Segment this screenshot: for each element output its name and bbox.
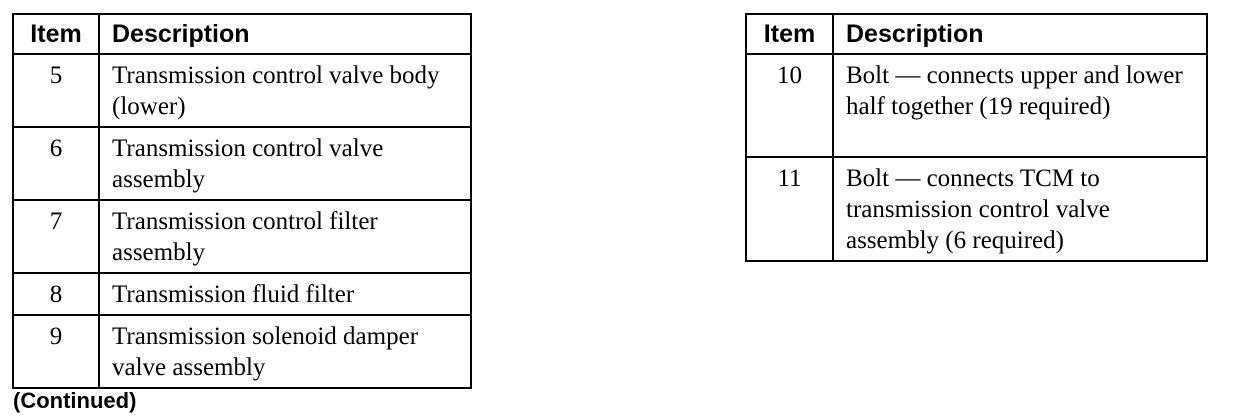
description-column-header: Description bbox=[832, 13, 1208, 55]
item-description: Transmission control filter assembly bbox=[98, 199, 472, 274]
item-number: 8 bbox=[12, 272, 100, 316]
item-number: 7 bbox=[12, 199, 100, 274]
item-column-header: Item bbox=[12, 13, 100, 55]
description-column-header: Description bbox=[98, 13, 472, 55]
item-number: 10 bbox=[745, 53, 834, 158]
table-row: 10 Bolt — connects upper and lower half … bbox=[745, 53, 1208, 158]
table-row: 5 Transmission control valve body (lower… bbox=[12, 53, 472, 128]
parts-table-left: Item Description 5 Transmission control … bbox=[12, 13, 472, 389]
parts-table-right: Item Description 10 Bolt — connects uppe… bbox=[745, 13, 1208, 262]
item-column-header: Item bbox=[745, 13, 834, 55]
item-number: 11 bbox=[745, 156, 834, 262]
item-description: Transmission fluid filter bbox=[98, 272, 472, 316]
table-row: 11 Bolt — connects TCM to transmission c… bbox=[745, 156, 1208, 262]
table-header-row: Item Description bbox=[745, 13, 1208, 55]
item-description: Transmission solenoid damper valve assem… bbox=[98, 314, 472, 389]
item-number: 6 bbox=[12, 126, 100, 201]
item-description: Bolt — connects upper and lower half tog… bbox=[832, 53, 1208, 158]
item-number: 5 bbox=[12, 53, 100, 128]
item-number: 9 bbox=[12, 314, 100, 389]
item-description: Bolt — connects TCM to transmission cont… bbox=[832, 156, 1208, 262]
item-description: Transmission control valve body (lower) bbox=[98, 53, 472, 128]
table-row: 8 Transmission fluid filter bbox=[12, 272, 472, 316]
table-row: 6 Transmission control valve assembly bbox=[12, 126, 472, 201]
continued-note: (Continued) bbox=[13, 388, 137, 413]
table-row: 9 Transmission solenoid damper valve ass… bbox=[12, 314, 472, 389]
table-row: 7 Transmission control filter assembly bbox=[12, 199, 472, 274]
item-description: Transmission control valve assembly bbox=[98, 126, 472, 201]
table-header-row: Item Description bbox=[12, 13, 472, 55]
